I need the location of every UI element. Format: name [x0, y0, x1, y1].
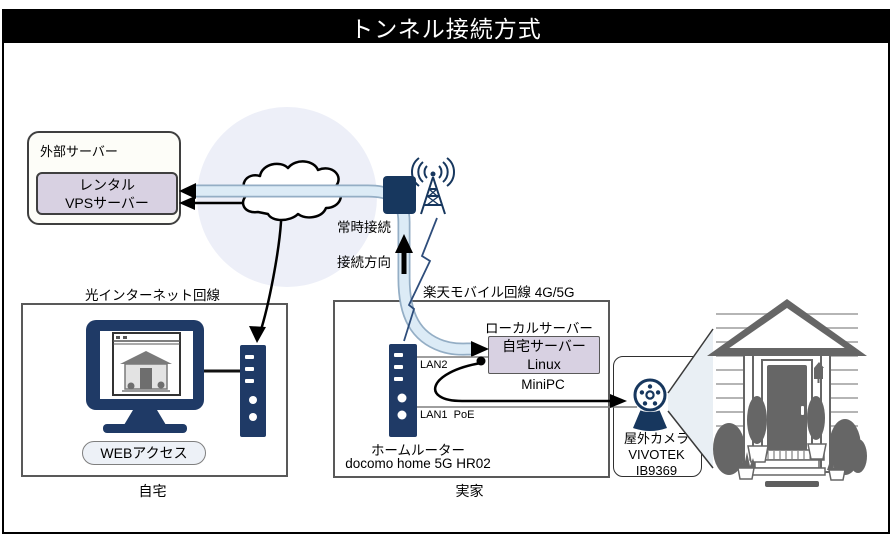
home-caption: 自宅 — [138, 483, 167, 499]
web-access-label: WEBアクセス — [100, 445, 188, 461]
camera-label-line2: VIVOTEK — [628, 447, 685, 462]
direction-label: 接続方向 — [337, 255, 391, 270]
home-router-label-line1: ホームルーター — [370, 443, 466, 458]
vps-server-line1: レンタル — [79, 176, 135, 193]
always-on-label: 常時接続 — [337, 220, 391, 235]
home-router-label-line2: docomo home 5G HR02 — [345, 456, 491, 471]
local-server-label: ローカルサーバー — [485, 321, 593, 336]
lan1-poe-label: LAN1 PoE — [420, 409, 475, 421]
external-server-label: 外部サーバー — [40, 144, 118, 159]
lan2-label: LAN2 — [420, 359, 448, 371]
camera-label-line3: IB9369 — [635, 463, 678, 478]
home-server-line1: 自宅サーバー — [502, 338, 586, 354]
outer-frame — [2, 9, 890, 534]
vps-server-box: レンタル VPSサーバー — [36, 172, 178, 215]
mobile-line-label: 楽天モバイル回線 4G/5G — [423, 285, 575, 300]
optical-line-label: 光インターネット回線 — [85, 288, 220, 303]
vps-server-line2: VPSサーバー — [65, 194, 149, 211]
web-access-pill: WEBアクセス — [82, 441, 206, 465]
home-server-box: 自宅サーバー Linux — [488, 336, 600, 374]
parents-caption: 実家 — [455, 483, 484, 499]
home-server-line2: Linux — [527, 356, 561, 372]
minipc-label: MiniPC — [521, 377, 565, 392]
page-title: トンネル接続方式 — [350, 16, 542, 42]
camera-label-line1: 屋外カメラ — [623, 431, 689, 446]
title-bar: トンネル接続方式 — [2, 11, 890, 43]
